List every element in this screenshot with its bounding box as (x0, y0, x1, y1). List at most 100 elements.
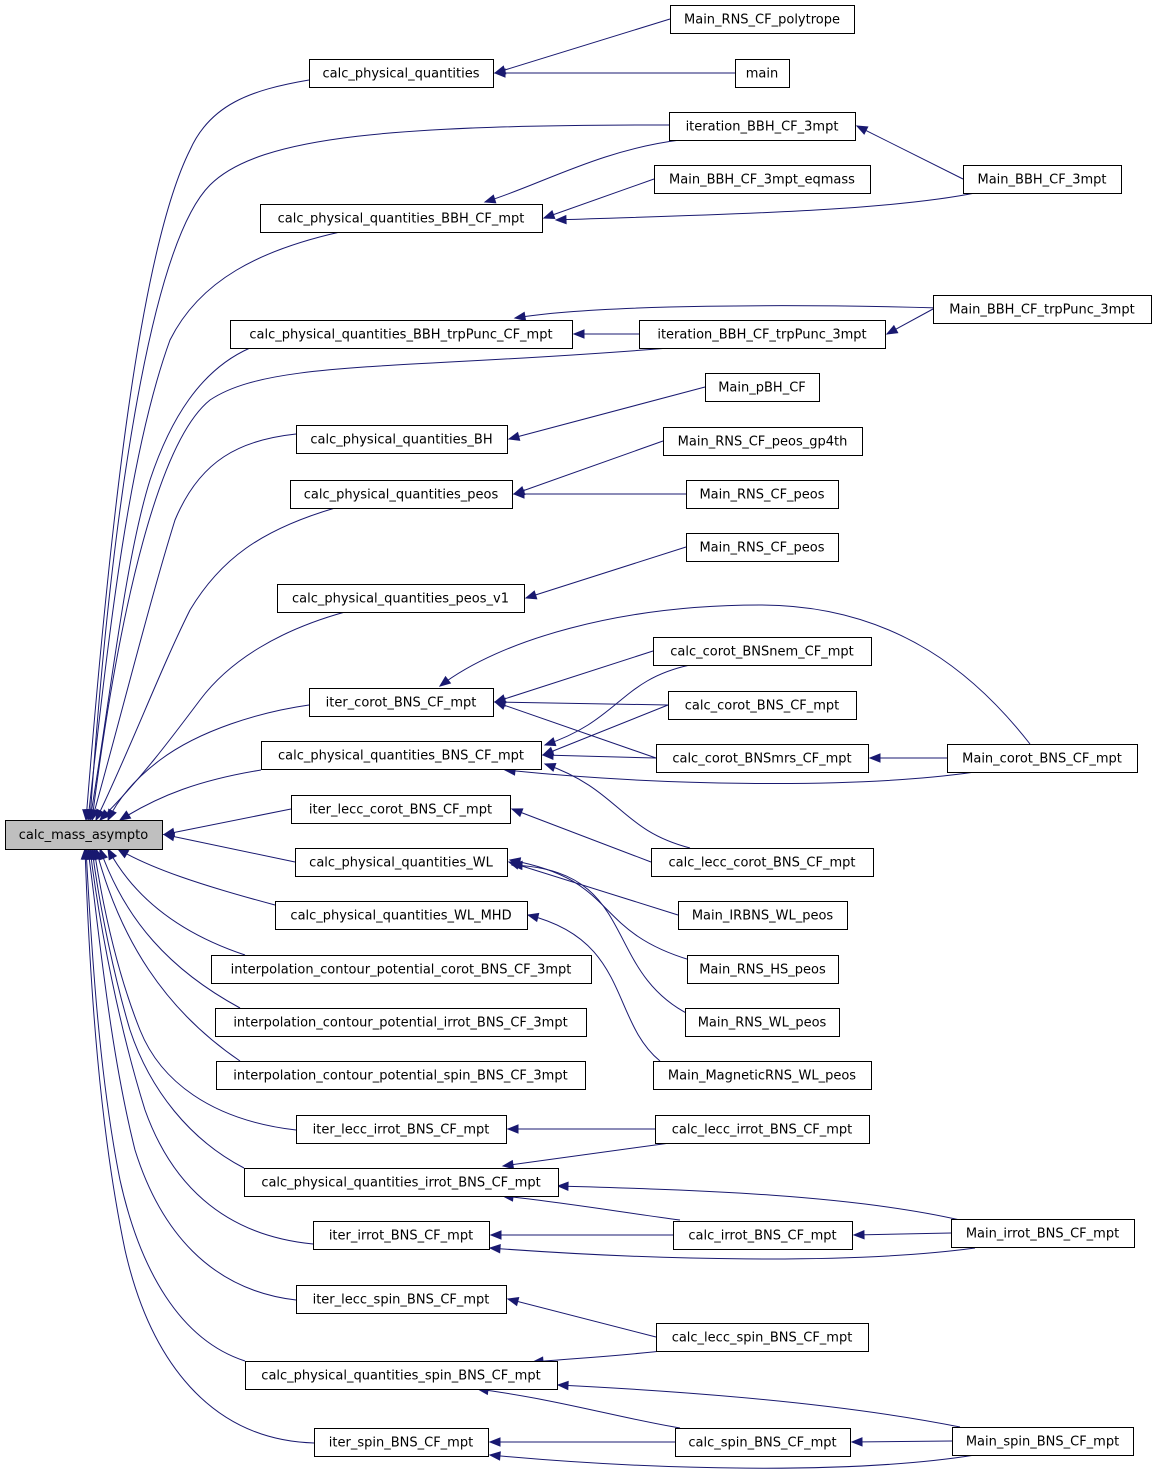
node-calc_corot_BNSnem_CF_mpt[interactable]: calc_corot_BNSnem_CF_mpt (653, 637, 872, 666)
edge-calc_lecc_corot_BNS_CF_mpt-to-calc_physical_quantities_BNS_CF_mpt (543, 762, 691, 849)
edge-Main_RNS_CF_peos_2-to-calc_physical_quantities_peos_v1 (524, 546, 687, 600)
node-label: Main_pBH_CF (718, 381, 806, 396)
node-box (314, 1428, 489, 1457)
node-box (687, 955, 839, 984)
node-calc_physical_quantities_WL[interactable]: calc_physical_quantities_WL (295, 848, 508, 877)
edge-line (508, 386, 706, 440)
node-label: interpolation_contour_potential_irrot_BN… (233, 1016, 567, 1031)
edge-calc_physical_quantities_spin_BNS_CF_mpt-to-calc_mass_asympto (81, 847, 246, 1362)
node-calc_physical_quantities_BBH_CF_mpt[interactable]: calc_physical_quantities_BBH_CF_mpt (260, 204, 543, 233)
node-main[interactable]: main (735, 59, 790, 88)
edge-arrowhead (506, 1124, 519, 1134)
edge-line (107, 848, 246, 956)
node-calc_physical_quantities_irrot_BNS_CF_mpt[interactable]: calc_physical_quantities_irrot_BNS_CF_mp… (244, 1168, 559, 1197)
edge-calc_corot_BNSnem_CF_mpt-to-calc_physical_quantities_BNS_CF_mpt (543, 664, 691, 747)
node-iter_irrot_BNS_CF_mpt[interactable]: iter_irrot_BNS_CF_mpt (313, 1221, 490, 1250)
edge-line (507, 1298, 657, 1338)
node-calc_physical_quantities_BH[interactable]: calc_physical_quantities_BH (296, 425, 508, 454)
edge-iter_corot_BNS_CF_mpt-to-calc_mass_asympto (107, 704, 310, 822)
node-Main_spin_BNS_CF_mpt[interactable]: Main_spin_BNS_CF_mpt (952, 1427, 1134, 1456)
node-Main_RNS_CF_peos[interactable]: Main_RNS_CF_peos (686, 480, 839, 509)
node-label: calc_physical_quantities_BBH_trpPunc_CF_… (249, 328, 552, 343)
node-Main_RNS_CF_peos_gp4th[interactable]: Main_RNS_CF_peos_gp4th (663, 427, 863, 456)
node-label: calc_physical_quantities_peos (304, 488, 499, 503)
node-calc_spin_BNS_CF_mpt[interactable]: calc_spin_BNS_CF_mpt (675, 1428, 851, 1457)
edge-Main_BBH_CF_trpPunc_3mpt-to-calc_physical_quantities_BBH_trpPunc_CF_mpt (513, 305, 941, 321)
node-Main_BBH_CF_3mpt[interactable]: Main_BBH_CF_3mpt (963, 165, 1122, 194)
edge-line (87, 848, 297, 1301)
node-calc_physical_quantities[interactable]: calc_physical_quantities (309, 59, 494, 88)
node-calc_physical_quantities_WL_MHD[interactable]: calc_physical_quantities_WL_MHD (275, 901, 528, 930)
node-Main_RNS_CF_peos_2[interactable]: Main_RNS_CF_peos (686, 533, 839, 562)
node-calc_physical_quantities_spin_BNS_CF_mpt[interactable]: calc_physical_quantities_spin_BNS_CF_mpt (245, 1361, 558, 1390)
node-label: iter_lecc_irrot_BNS_CF_mpt (313, 1123, 490, 1138)
edge-line (557, 1384, 961, 1428)
node-interpolation_contour_potential_spin_BNS_CF_3mpt[interactable]: interpolation_contour_potential_spin_BNS… (216, 1061, 586, 1090)
node-box (669, 112, 856, 141)
edge-line (85, 79, 310, 821)
node-Main_MagneticRNS_WL_peos[interactable]: Main_MagneticRNS_WL_peos (653, 1061, 872, 1090)
node-iteration_BBH_CF_trpPunc_3mpt[interactable]: iteration_BBH_CF_trpPunc_3mpt (639, 320, 886, 349)
node-label: Main_BBH_CF_trpPunc_3mpt (949, 303, 1134, 318)
node-interpolation_contour_potential_corot_BNS_CF_3mpt[interactable]: interpolation_contour_potential_corot_BN… (211, 955, 592, 984)
edge-calc_physical_quantities_BNS_CF_mpt-to-calc_mass_asympto (118, 769, 262, 821)
node-calc_corot_BNS_CF_mpt[interactable]: calc_corot_BNS_CF_mpt (668, 691, 857, 720)
node-box (290, 480, 513, 509)
node-calc_corot_BNSmrs_CF_mpt[interactable]: calc_corot_BNSmrs_CF_mpt (656, 744, 869, 773)
node-label: iter_lecc_corot_BNS_CF_mpt (309, 803, 492, 818)
edge-calc_lecc_irrot_BNS_CF_mpt-to-iter_lecc_irrot_BNS_CF_mpt (506, 1124, 655, 1134)
edge-Main_corot_BNS_CF_mpt-to-calc_corot_BNSmrs_CF_mpt (868, 753, 947, 763)
node-box (933, 295, 1152, 324)
node-Main_RNS_HS_peos[interactable]: Main_RNS_HS_peos (687, 955, 839, 984)
node-box (670, 5, 855, 34)
node-calc_lecc_spin_BNS_CF_mpt[interactable]: calc_lecc_spin_BNS_CF_mpt (656, 1323, 869, 1352)
node-iter_corot_BNS_CF_mpt[interactable]: iter_corot_BNS_CF_mpt (309, 688, 494, 717)
edge-arrowhead (107, 847, 118, 861)
node-calc_lecc_corot_BNS_CF_mpt[interactable]: calc_lecc_corot_BNS_CF_mpt (651, 848, 874, 877)
node-iter_lecc_spin_BNS_CF_mpt[interactable]: iter_lecc_spin_BNS_CF_mpt (296, 1285, 507, 1314)
edge-line (532, 1349, 671, 1363)
edge-calc_irrot_BNS_CF_mpt-to-calc_physical_quantities_irrot_BNS_CF_mpt (501, 1192, 681, 1221)
node-iteration_BBH_CF_3mpt[interactable]: iteration_BBH_CF_3mpt (669, 112, 856, 141)
edge-line (555, 192, 976, 221)
node-iter_spin_BNS_CF_mpt[interactable]: iter_spin_BNS_CF_mpt (314, 1428, 489, 1457)
edge-line (511, 808, 652, 863)
node-label: Main_RNS_CF_peos_gp4th (678, 435, 848, 450)
node-Main_RNS_WL_peos[interactable]: Main_RNS_WL_peos (685, 1008, 840, 1037)
node-Main_BBH_CF_3mpt_eqmass[interactable]: Main_BBH_CF_3mpt_eqmass (654, 165, 871, 194)
node-iter_lecc_irrot_BNS_CF_mpt[interactable]: iter_lecc_irrot_BNS_CF_mpt (296, 1115, 507, 1144)
node-label: calc_mass_asympto (19, 828, 148, 843)
node-box (685, 1008, 840, 1037)
node-box (673, 1221, 853, 1250)
node-interpolation_contour_potential_irrot_BNS_CF_3mpt[interactable]: interpolation_contour_potential_irrot_BN… (215, 1008, 587, 1037)
edge-line (856, 125, 964, 180)
node-calc_physical_quantities_peos[interactable]: calc_physical_quantities_peos (290, 480, 513, 509)
node-label: Main_RNS_HS_peos (699, 963, 826, 978)
node-Main_corot_BNS_CF_mpt[interactable]: Main_corot_BNS_CF_mpt (947, 744, 1138, 773)
node-iter_lecc_corot_BNS_CF_mpt[interactable]: iter_lecc_corot_BNS_CF_mpt (291, 795, 511, 824)
node-box (735, 59, 790, 88)
edge-calc_irrot_BNS_CF_mpt-to-iter_irrot_BNS_CF_mpt (489, 1230, 673, 1240)
edge-arrowhead (107, 808, 117, 822)
node-Main_pBH_CF[interactable]: Main_pBH_CF (705, 373, 820, 402)
node-Main_irrot_BNS_CF_mpt[interactable]: Main_irrot_BNS_CF_mpt (951, 1219, 1135, 1248)
node-box (947, 744, 1138, 773)
node-calc_physical_quantities_BNS_CF_mpt[interactable]: calc_physical_quantities_BNS_CF_mpt (261, 741, 542, 770)
node-calc_physical_quantities_peos_v1[interactable]: calc_physical_quantities_peos_v1 (277, 584, 525, 613)
node-box (260, 204, 543, 233)
node-Main_RNS_CF_polytrope[interactable]: Main_RNS_CF_polytrope (670, 5, 855, 34)
edge-arrowhead (513, 311, 527, 321)
edge-arrowhead (116, 848, 130, 859)
node-Main_IRBNS_WL_peos[interactable]: Main_IRBNS_WL_peos (678, 901, 848, 930)
node-Main_BBH_CF_trpPunc_3mpt[interactable]: Main_BBH_CF_trpPunc_3mpt (933, 295, 1152, 324)
node-calc_mass_asympto[interactable]: calc_mass_asympto (5, 820, 163, 850)
edge-line (85, 848, 246, 1362)
node-calc_irrot_BNS_CF_mpt[interactable]: calc_irrot_BNS_CF_mpt (673, 1221, 853, 1250)
node-box (275, 901, 528, 930)
edge-line (543, 178, 655, 219)
node-box (309, 59, 494, 88)
node-calc_lecc_irrot_BNS_CF_mpt[interactable]: calc_lecc_irrot_BNS_CF_mpt (655, 1115, 870, 1144)
node-calc_physical_quantities_BBH_trpPunc_CF_mpt[interactable]: calc_physical_quantities_BBH_trpPunc_CF_… (230, 320, 573, 349)
node-label: Main_BBH_CF_3mpt_eqmass (669, 173, 855, 188)
